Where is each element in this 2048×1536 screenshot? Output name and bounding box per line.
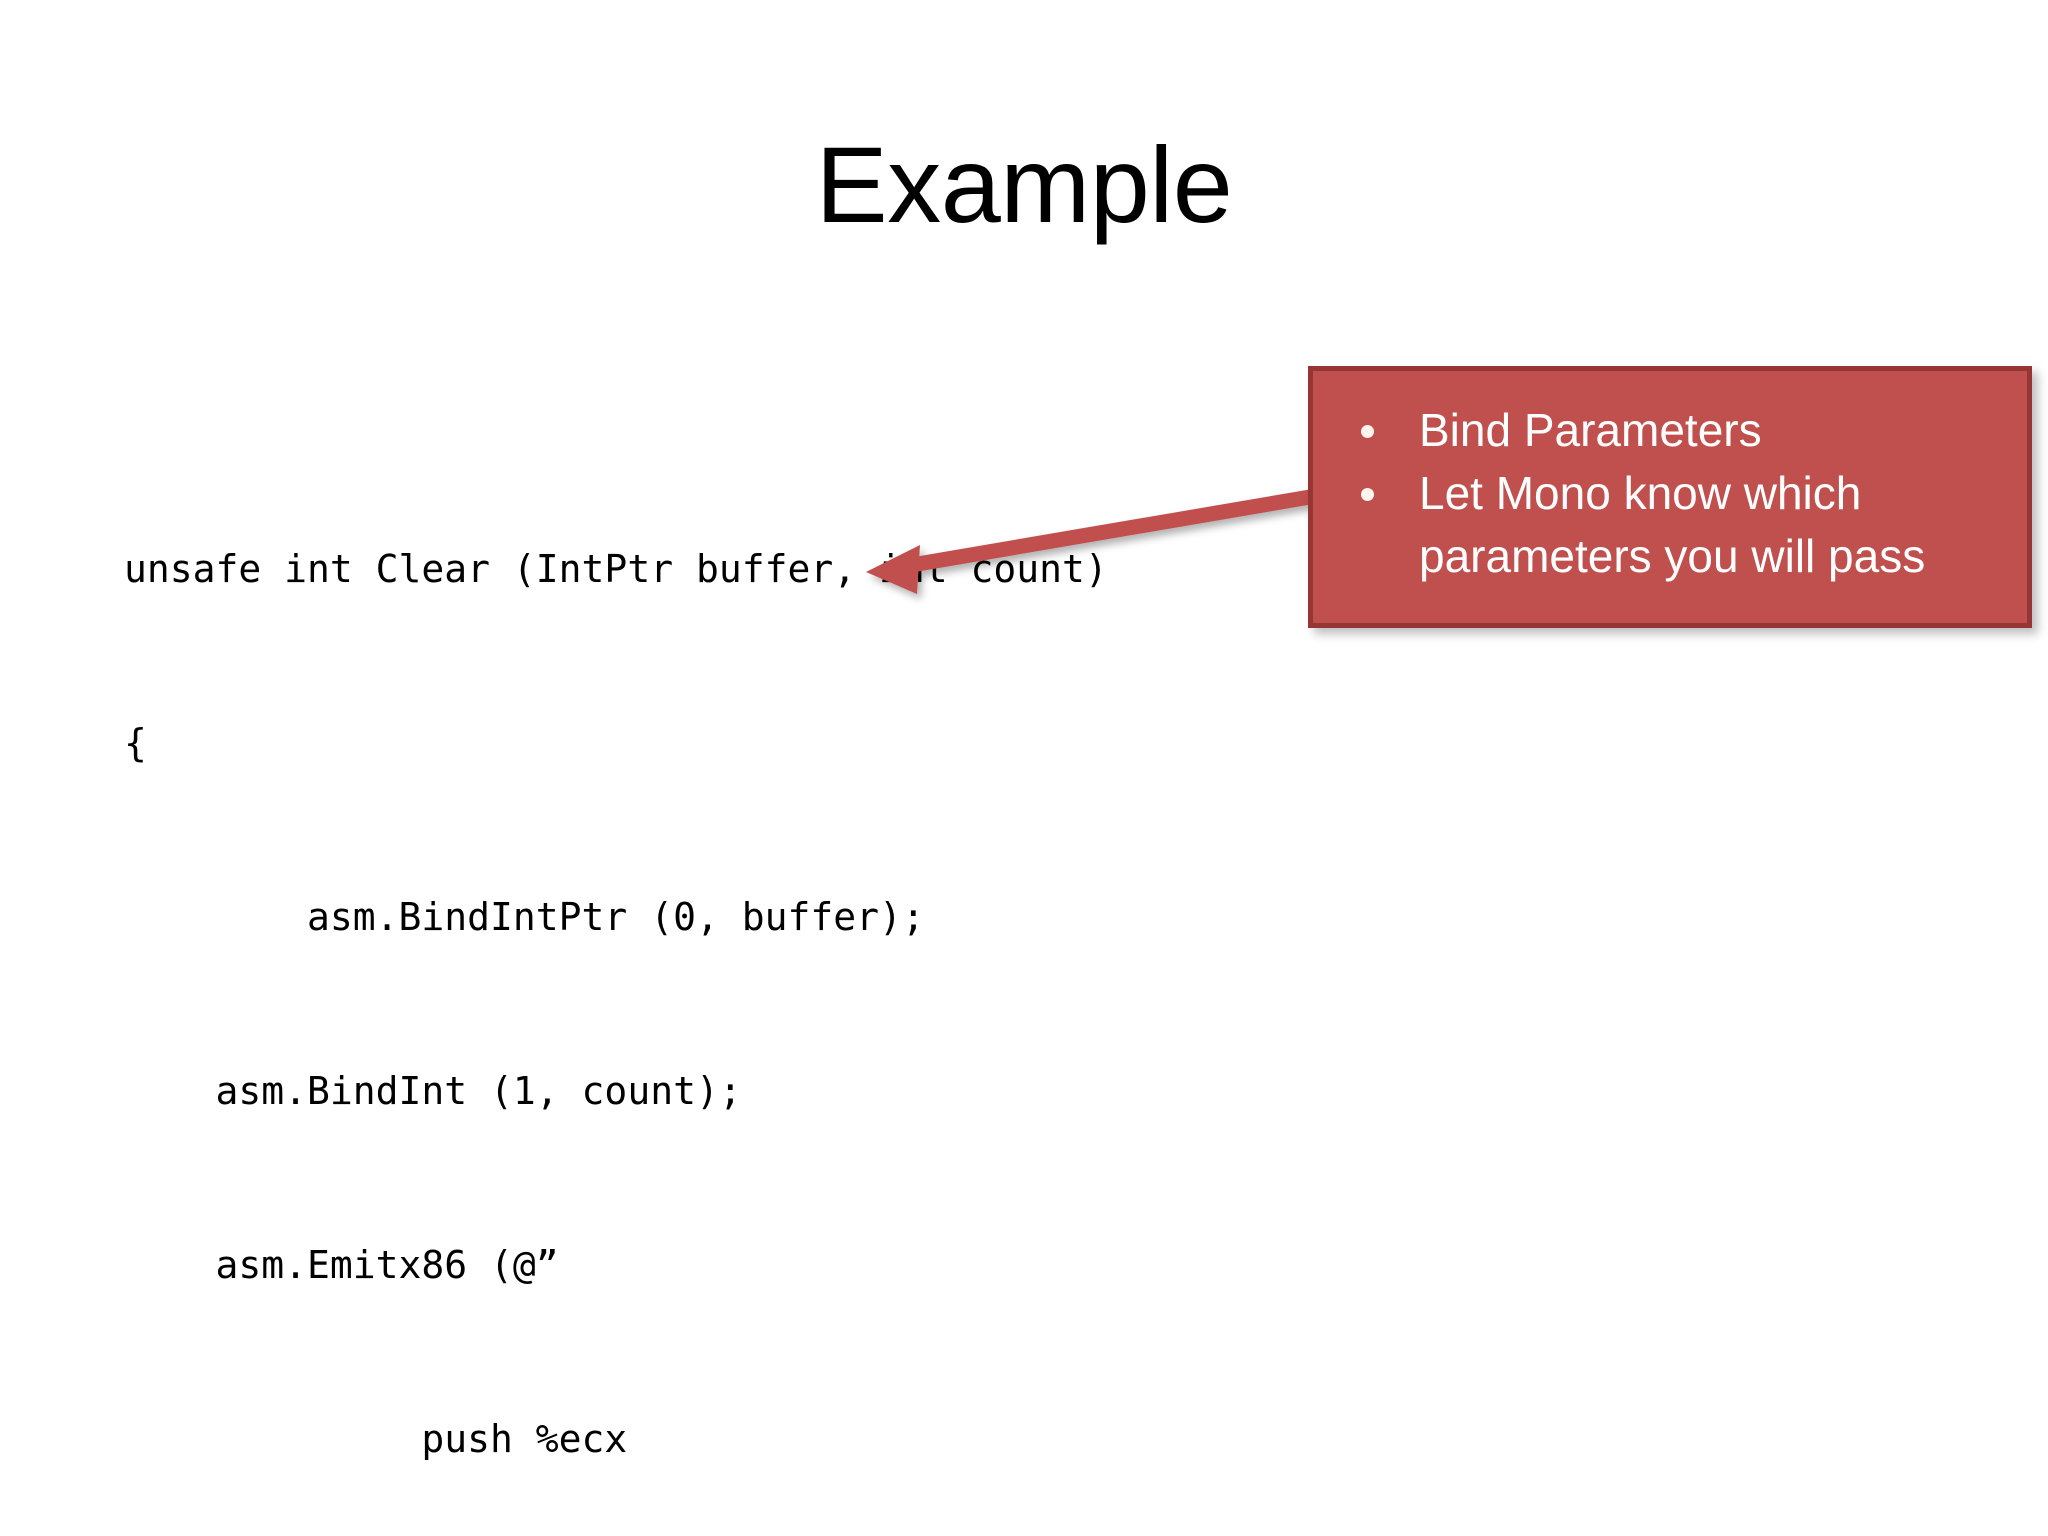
code-line: asm.BindInt (1, count); — [124, 1069, 742, 1113]
callout-list-item: Let Mono know which parameters you will … — [1347, 462, 2005, 588]
callout-bullet-list: Bind Parameters Let Mono know which para… — [1313, 371, 2027, 588]
code-line: asm.BindIntPtr (0, buffer); — [124, 895, 925, 939]
code-block: unsafe int Clear (IntPtr buffer, int cou… — [124, 424, 1108, 1536]
bullet-icon — [1361, 425, 1374, 438]
code-line: push %ecx — [124, 1417, 628, 1461]
page-title: Example — [815, 124, 1233, 245]
callout-list-item: Bind Parameters — [1347, 399, 2005, 462]
callout-item-label: Let Mono know which parameters you will … — [1419, 467, 1926, 582]
callout-item-label: Bind Parameters — [1419, 404, 1762, 456]
code-line: { — [124, 721, 147, 765]
code-line: unsafe int Clear (IntPtr buffer, int cou… — [124, 547, 1108, 591]
code-line: asm.Emitx86 (@” — [124, 1243, 559, 1287]
bullet-icon — [1361, 488, 1374, 501]
callout-box: Bind Parameters Let Mono know which para… — [1308, 366, 2032, 628]
